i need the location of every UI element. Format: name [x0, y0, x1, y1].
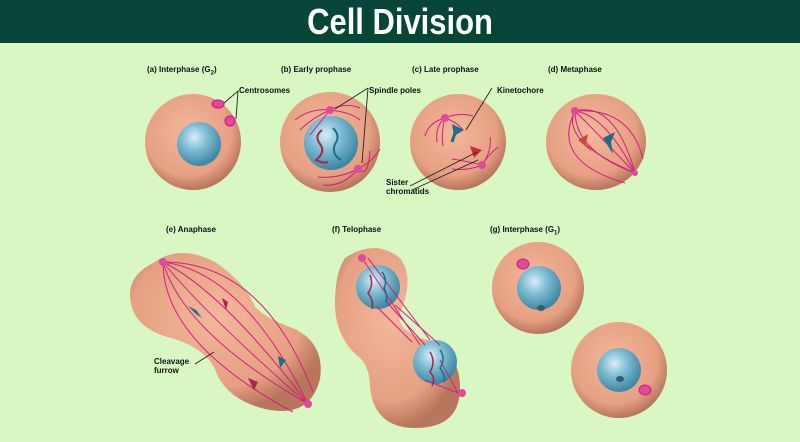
stage-label-c: (c) Late prophase: [412, 65, 479, 74]
diagram-area: (a) Interphase (G2) (b) Early prophase (…: [0, 43, 800, 442]
stage-label-f: (f) Telophase: [332, 225, 382, 234]
stage-label-e: (e) Anaphase: [166, 225, 216, 234]
title-banner: Cell Division: [0, 0, 800, 43]
annotation-kinetochore: Kinetochore: [497, 86, 544, 95]
cell-metaphase: [546, 94, 646, 190]
cell-division-illustration: [130, 87, 667, 428]
cell-anaphase: [130, 253, 321, 413]
cell-late-prophase: [409, 87, 506, 191]
cell-interphase-g2: [145, 89, 241, 190]
stage-label-d: (d) Metaphase: [548, 65, 602, 74]
cell-early-prophase: [280, 87, 381, 192]
stage-label-a: (a) Interphase (G2): [147, 65, 217, 77]
page-title: Cell Division: [307, 0, 493, 42]
annotation-spindle-poles: Spindle poles: [369, 86, 422, 95]
stage-label-b: (b) Early prophase: [281, 65, 352, 74]
annotation-centrosomes: Centrosomes: [239, 86, 291, 95]
cell-telophase: [335, 248, 466, 428]
cell-interphase-g1: [492, 242, 667, 418]
centrosome-icon: [211, 99, 236, 127]
stage-label-g: (g) Interphase (G1): [490, 225, 561, 237]
